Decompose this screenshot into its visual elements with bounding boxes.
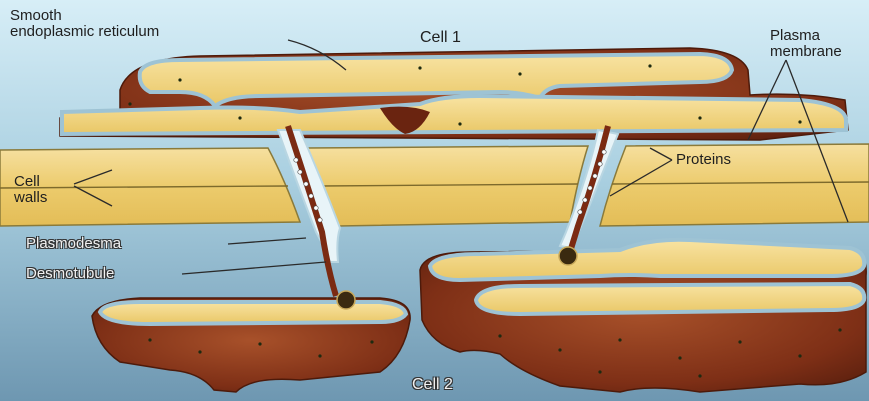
- label-cell-walls: Cell walls: [14, 174, 47, 206]
- cell-1-cytoplasm: [60, 48, 848, 140]
- label-desmotubule: Desmotubule: [26, 266, 114, 282]
- label-cellwalls-line1: Cell: [14, 174, 47, 190]
- label-smooth-er: Smooth endoplasmic reticulum: [10, 8, 159, 40]
- label-plasma-line1: Plasma: [770, 28, 842, 44]
- label-proteins: Proteins: [676, 152, 731, 168]
- label-cellwalls-line2: walls: [14, 190, 47, 206]
- label-plasmodesma: Plasmodesma: [26, 236, 121, 252]
- label-smooth-er-line1: Smooth: [10, 8, 159, 24]
- cell-walls: [0, 144, 869, 226]
- label-cell-2: Cell 2: [412, 377, 453, 394]
- label-plasma-line2: membrane: [770, 44, 842, 60]
- label-smooth-er-line2: endoplasmic reticulum: [10, 24, 159, 40]
- label-cell-1: Cell 1: [420, 30, 461, 47]
- label-plasma-membrane: Plasma membrane: [770, 28, 842, 60]
